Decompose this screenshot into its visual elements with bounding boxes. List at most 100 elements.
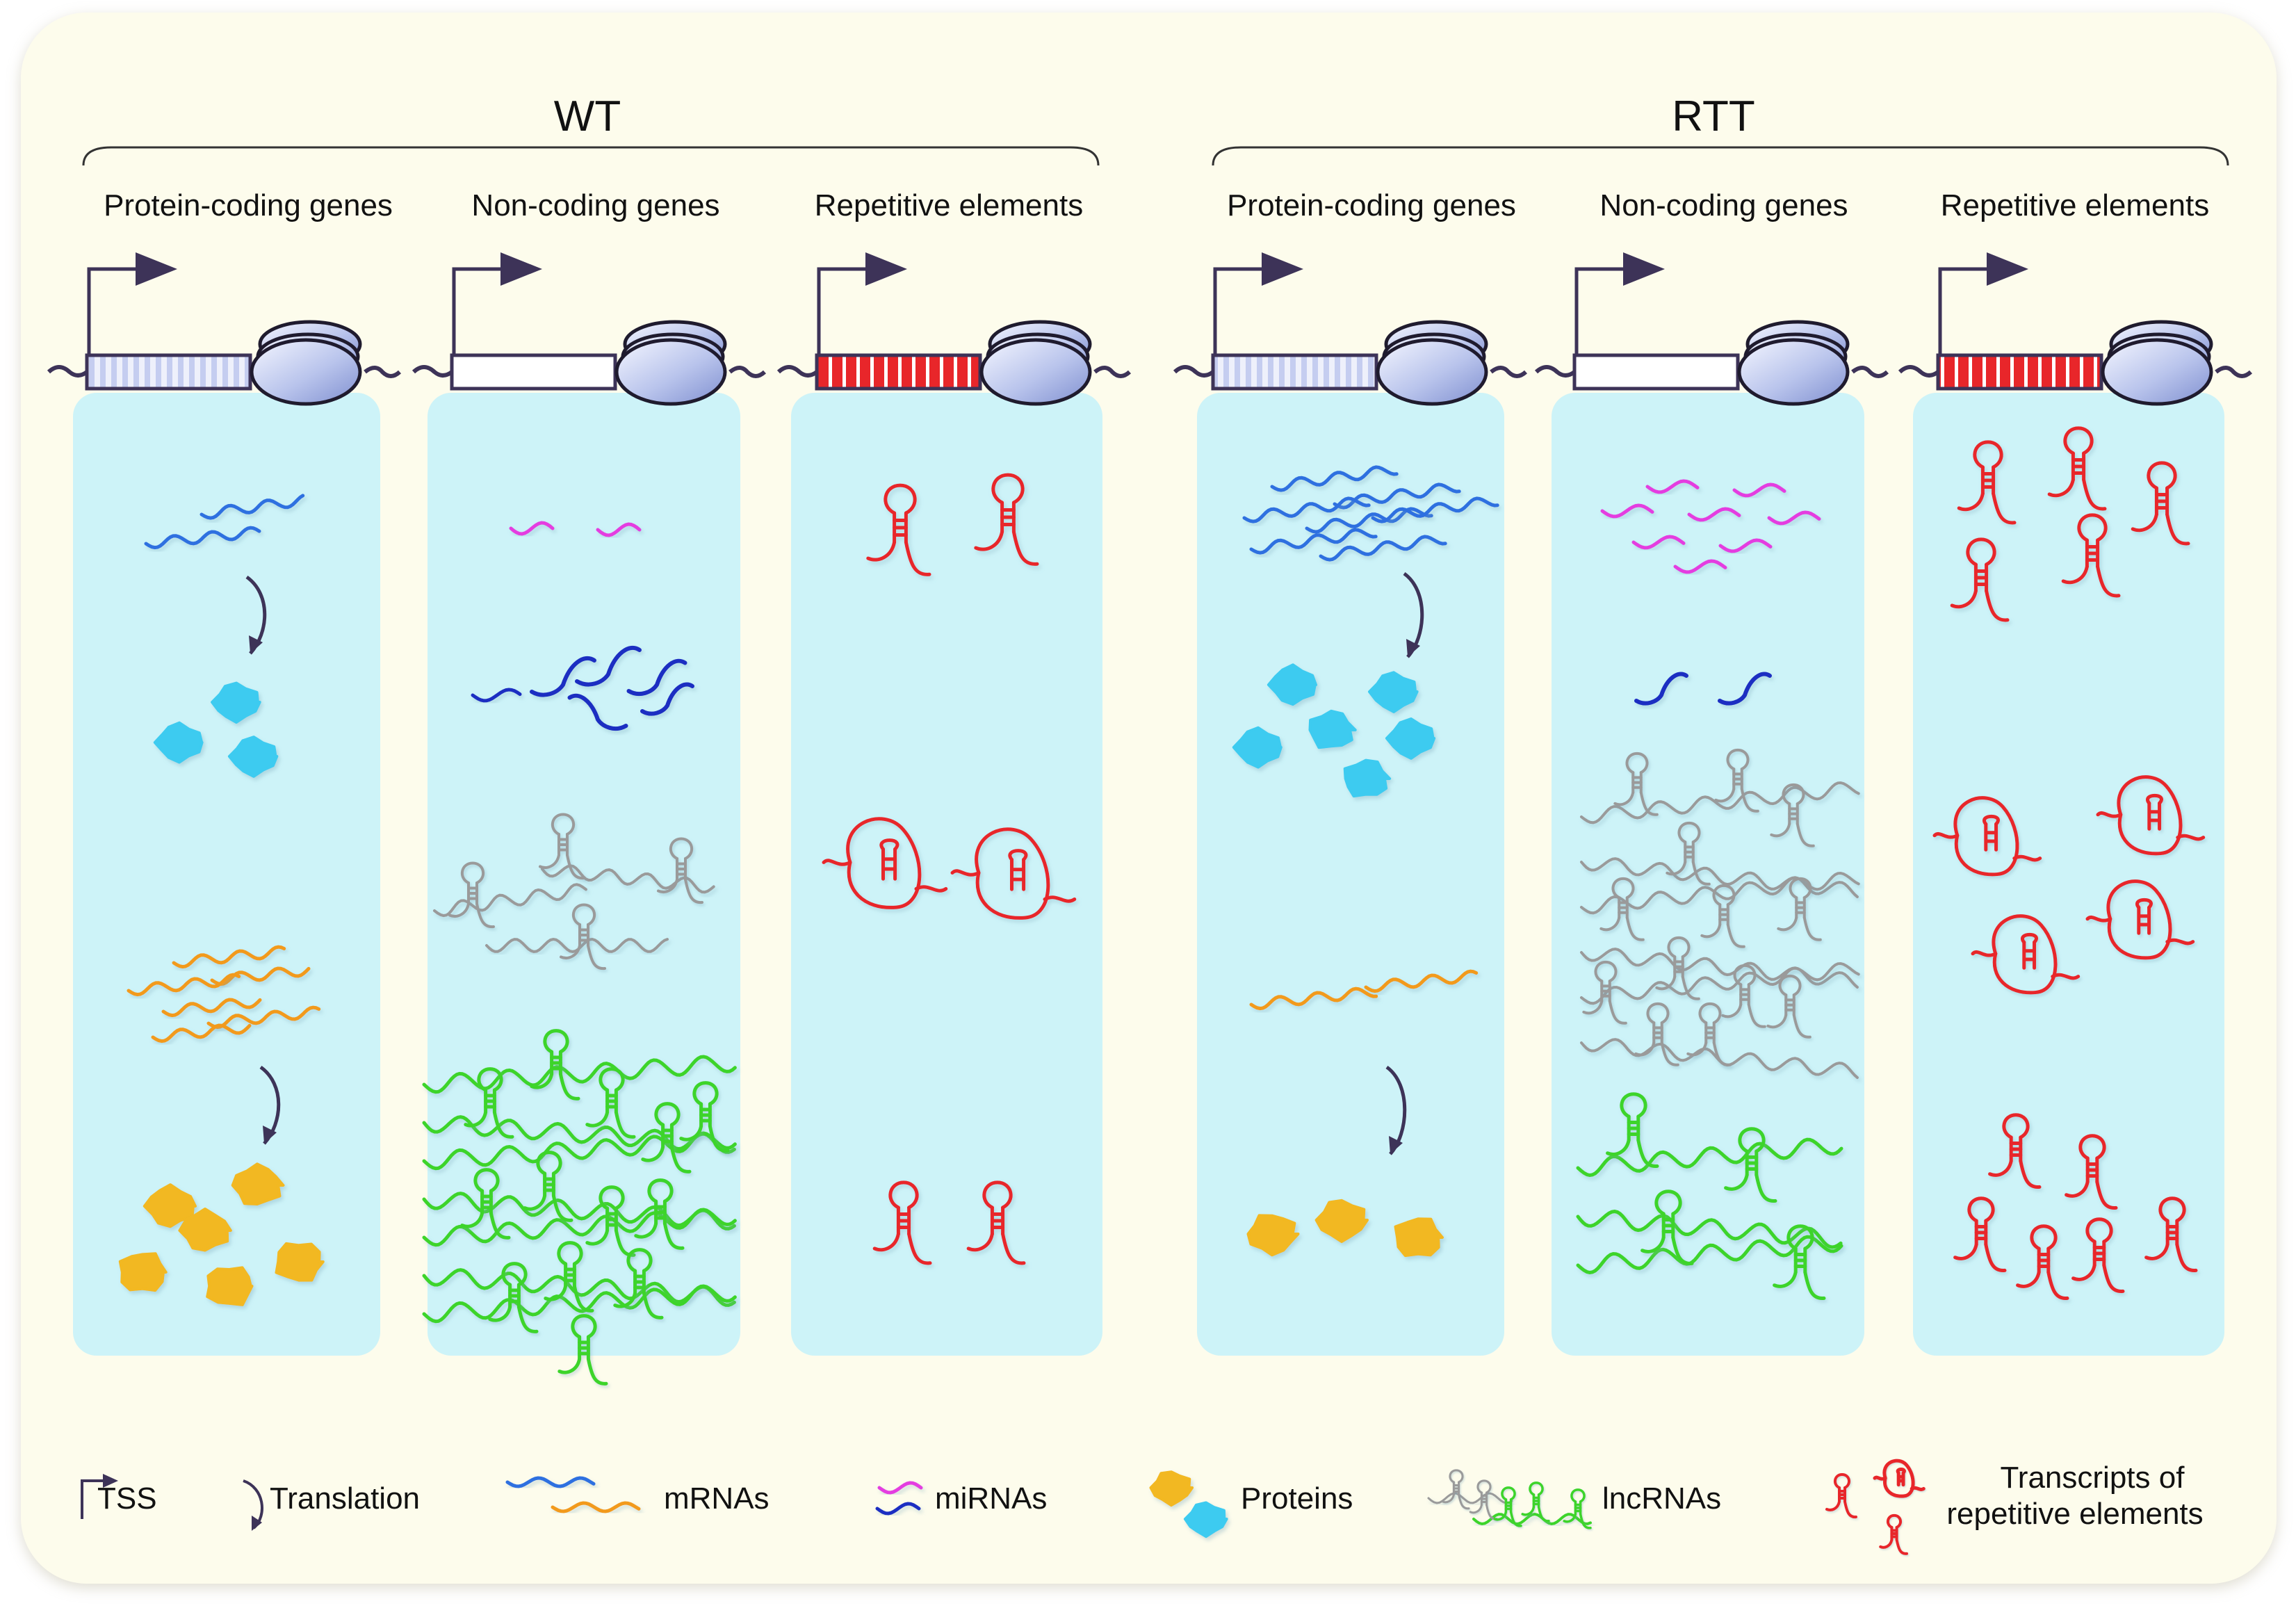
tss-arrowhead — [1262, 252, 1303, 286]
dna-strand — [1851, 366, 1889, 378]
protein-gold — [206, 1266, 254, 1306]
lncrna-green-stemloop — [634, 1178, 685, 1250]
lncrna-green-stemloop — [464, 1067, 514, 1139]
stem-loop — [1714, 787, 1759, 813]
stem-loop — [613, 1291, 664, 1319]
stem-loop — [1532, 1496, 1540, 1506]
mrna-blue — [1305, 507, 1433, 534]
repeat-stemloop — [2061, 513, 2121, 598]
protein-cyan — [211, 681, 261, 724]
mirna-navy — [640, 682, 694, 716]
mirna-magenta — [1767, 510, 1821, 526]
loop-structure — [846, 817, 922, 909]
lncrna-grey — [1580, 948, 1859, 989]
stem-loop — [1673, 960, 1684, 973]
stem-loop — [1684, 845, 1695, 859]
lncrna-green-stemloop — [1773, 1224, 1826, 1300]
tss-icon-line — [81, 1479, 104, 1519]
mrna-orange — [206, 1005, 321, 1030]
column-header-wt-non-coding: Non-coding genes — [471, 188, 719, 222]
loop-structure — [1953, 796, 2019, 877]
stem-loop — [1700, 923, 1745, 948]
legend-repetitive-label-line1: Transcripts of — [2001, 1461, 2185, 1495]
stem-loop — [460, 861, 485, 884]
stem-loop — [605, 1212, 618, 1227]
stem-loop — [1957, 492, 2017, 525]
rtt-repetitive-content — [1932, 426, 2206, 1300]
stem-loop — [1655, 975, 1700, 1000]
loop-structure — [2096, 811, 2206, 841]
repeat-stemloop — [2016, 1224, 2069, 1300]
stem-loop — [866, 540, 931, 576]
mirna-magenta — [509, 521, 555, 536]
column-panel-wt-repetitive — [791, 393, 1102, 1356]
stem-loop — [1980, 471, 1996, 489]
tss-arrowhead — [1987, 252, 2028, 286]
mirna-magenta-icon — [877, 1481, 923, 1495]
gene-locus-rtt-repetitive — [1898, 252, 2253, 406]
lncrna-green-stemloop — [1606, 1092, 1659, 1168]
lncrna-grey-stemloop — [539, 813, 585, 880]
stem-loop — [523, 1194, 573, 1222]
stem-loop — [550, 1055, 562, 1071]
arrow-head — [249, 635, 263, 653]
column-header-wt-protein-coding: Protein-coding genes — [104, 188, 393, 222]
stem-loop — [1640, 1235, 1694, 1265]
stem-loop — [1654, 1189, 1682, 1216]
lncrna-green-stemloop — [488, 1262, 539, 1333]
stem-loop — [1789, 877, 1812, 900]
stem-loop — [1966, 537, 1996, 567]
stem-loop — [477, 1067, 503, 1092]
stem-loop — [2085, 1217, 2113, 1244]
dna-strand — [1093, 366, 1132, 378]
repeat-icon-loop — [1873, 1459, 1925, 1498]
stem-loop — [1786, 1224, 1814, 1251]
repeat-stemloop — [872, 1180, 932, 1265]
stem-loop — [1726, 748, 1750, 771]
stem-loop — [679, 1124, 730, 1153]
stem-loop — [1686, 1041, 1732, 1066]
mirna-navy — [567, 693, 628, 731]
loop-structure — [1992, 914, 2058, 995]
wt-repetitive-content — [822, 473, 1077, 1265]
stem-loop — [2131, 512, 2190, 546]
stem-loop — [1782, 783, 1805, 806]
loop-structure — [1873, 1475, 1925, 1491]
mrna-orange — [161, 998, 262, 1018]
stem-loop — [1613, 790, 1659, 816]
lncrna-grey — [1580, 961, 1860, 1005]
tss-arrow — [87, 267, 136, 355]
repeat-stemloop — [1957, 440, 2017, 525]
protein-gold-icon — [1149, 1470, 1194, 1507]
lncrna-green-stemloop — [585, 1067, 636, 1139]
lncrna-grey-stemloop — [1613, 752, 1659, 816]
rtt-protein-coding-content — [1232, 465, 1499, 1258]
stem-loop — [1770, 822, 1815, 847]
histone-disc — [1737, 338, 1850, 406]
repeat-stemloop — [966, 1180, 1026, 1265]
dna-strand — [1898, 365, 1939, 377]
column-panels — [73, 393, 2224, 1356]
stem-loop — [1721, 1002, 1766, 1028]
stem-loop — [571, 903, 596, 926]
tss-icon-head — [103, 1474, 118, 1488]
stem-loop — [1788, 807, 1799, 820]
loop-structure — [950, 869, 1077, 903]
stem-loop — [2078, 1134, 2106, 1160]
mrna-blue — [144, 526, 261, 550]
loop-structure — [2022, 940, 2037, 970]
lncrna-green-stemloop — [1724, 1127, 1777, 1203]
stem-loop — [578, 928, 589, 942]
repeat-stemloop — [1953, 1196, 2007, 1272]
protein-cyan — [1308, 709, 1357, 749]
stem-loop — [991, 473, 1025, 505]
lncrna-green — [1576, 1137, 1843, 1178]
mrna-blue — [1319, 535, 1447, 562]
stem-loop — [557, 1357, 608, 1386]
stem-loop — [1988, 1159, 2042, 1189]
legend-protein-label: Proteins — [1241, 1481, 1353, 1516]
stem-loop — [2077, 513, 2108, 542]
tss-arrow — [1938, 267, 1987, 355]
gene-locus-rtt-protein-coding — [1173, 252, 1528, 406]
stem-loop — [661, 1128, 674, 1144]
